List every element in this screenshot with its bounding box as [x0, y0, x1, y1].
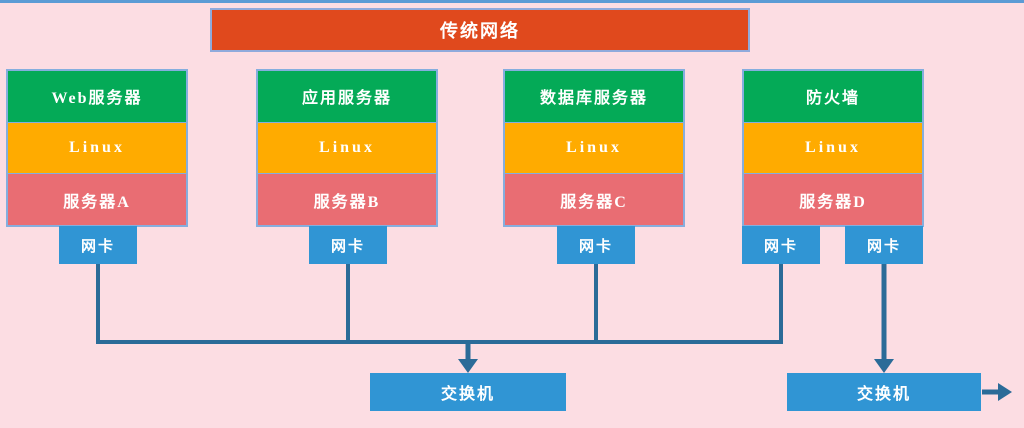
os-row: Linux [258, 122, 436, 175]
os-row: Linux [505, 122, 683, 175]
switch2-exit-arrowhead [998, 383, 1012, 401]
server-stack-app: 应用服务器 Linux 服务器B [256, 69, 438, 227]
os-row: Linux [8, 122, 186, 175]
server-row: 服务器A [8, 174, 186, 226]
server-stack-web: Web服务器 Linux 服务器A [6, 69, 188, 227]
stack-title: Web服务器 [8, 71, 186, 123]
server-row: 服务器B [258, 174, 436, 226]
stack-title: 应用服务器 [258, 71, 436, 123]
server-stack-firewall: 防火墙 Linux 服务器D [742, 69, 924, 227]
os-row: Linux [744, 122, 922, 175]
top-border-line [0, 0, 1024, 3]
nic-box-app: 网卡 [309, 226, 387, 264]
switch-box-1: 交换机 [370, 373, 566, 411]
nic-box-firewall-left: 网卡 [742, 226, 820, 264]
traditional-network-banner: 传统网络 [210, 8, 750, 52]
server-stack-db: 数据库服务器 Linux 服务器C [503, 69, 685, 227]
nic-box-firewall-right: 网卡 [845, 226, 923, 264]
nic-box-web: 网卡 [59, 226, 137, 264]
nic-box-db: 网卡 [557, 226, 635, 264]
server-row: 服务器C [505, 174, 683, 226]
stack-title: 防火墙 [744, 71, 922, 123]
server-row: 服务器D [744, 174, 922, 226]
switch1-arrowhead [458, 359, 478, 373]
switch-box-2: 交换机 [787, 373, 981, 411]
switch2-arrowhead [874, 359, 894, 373]
stack-title: 数据库服务器 [505, 71, 683, 123]
banner-label: 传统网络 [440, 21, 520, 41]
